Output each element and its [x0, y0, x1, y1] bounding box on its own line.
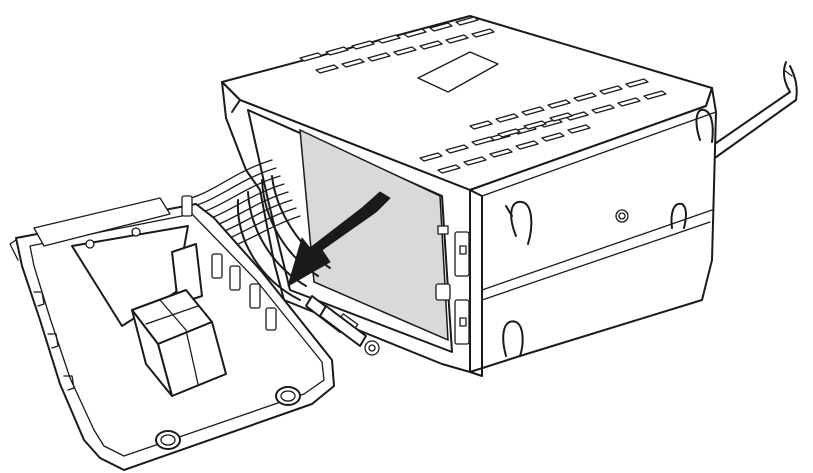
vent-slot: [547, 99, 571, 109]
front-button-right: [275, 386, 301, 406]
top-handle-recess: [417, 51, 499, 93]
arrow-down-left-icon: [287, 191, 391, 287]
main-unit: [221, 15, 717, 377]
vent-slot: [515, 140, 539, 150]
vent-slot: [539, 118, 563, 128]
vent-slot: [521, 106, 545, 116]
vent-slot: [565, 111, 589, 121]
vent-slot: [463, 156, 487, 166]
side-clip-rear: [695, 108, 714, 143]
vent-slot: [567, 124, 591, 134]
vent-slot: [625, 78, 649, 88]
vent-slot: [495, 113, 519, 123]
side-clip-upper: [510, 200, 533, 245]
vent-slot: [325, 46, 349, 56]
vent-slot: [341, 58, 365, 68]
vent-slot: [445, 34, 469, 44]
front-button-left: [155, 430, 181, 450]
vent-slot: [315, 64, 339, 74]
vent-slot: [429, 22, 453, 32]
vent-slot: [617, 97, 641, 107]
vent-slot: [541, 132, 565, 142]
loose-plugs: [305, 295, 380, 356]
power-cable: [705, 61, 798, 161]
board-screw-right: [131, 227, 141, 237]
vent-slot: [471, 136, 495, 146]
front-panel: [9, 195, 335, 471]
vent-slot: [393, 46, 417, 56]
vent-slot: [445, 144, 469, 154]
knob-housing: [131, 289, 227, 397]
top-vents: [299, 16, 667, 174]
vent-slot: [523, 120, 547, 130]
vent-slot: [469, 120, 493, 130]
vent-slot: [599, 85, 623, 95]
circuit-board: [299, 128, 449, 342]
vent-slot: [403, 28, 427, 38]
vent-slot: [419, 40, 443, 50]
vent-slot: [455, 16, 479, 26]
vent-slot: [489, 148, 513, 158]
vent-slot: [351, 40, 375, 50]
vent-slot: [437, 164, 461, 174]
vent-slot: [419, 152, 443, 162]
vent-slot: [591, 104, 615, 114]
vent-slot: [367, 52, 391, 62]
ribbon-connector: [171, 243, 203, 305]
vent-slot: [549, 112, 573, 122]
side-screw: [615, 209, 629, 223]
vent-slot: [299, 52, 323, 62]
side-clip-lower: [502, 320, 524, 357]
vent-slot: [471, 28, 495, 38]
vent-slot: [573, 92, 597, 102]
vent-slot: [497, 128, 521, 138]
vent-slot: [643, 90, 667, 100]
right-side-panel: [469, 87, 717, 373]
board-screw-left: [85, 239, 95, 249]
vent-slot: [377, 34, 401, 44]
